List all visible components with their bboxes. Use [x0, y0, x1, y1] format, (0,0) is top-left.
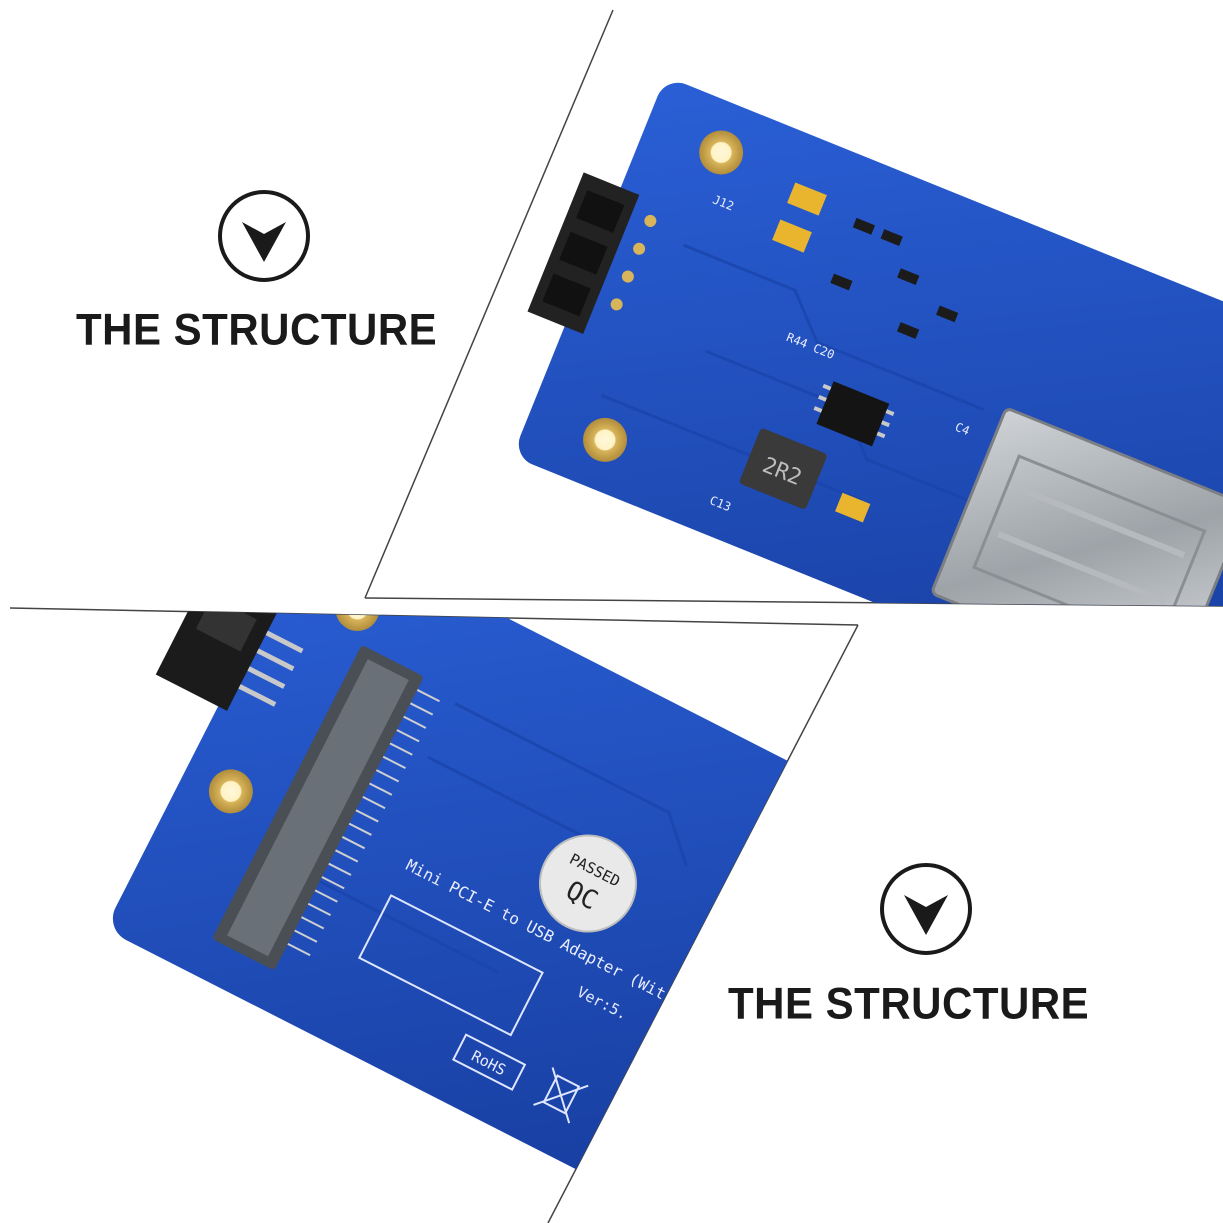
mount-hole — [583, 417, 628, 462]
ic-chip — [816, 381, 890, 447]
mount-hole — [208, 769, 253, 814]
weee-bin-icon — [533, 1067, 589, 1124]
chevron-down-circle-icon — [880, 863, 972, 955]
inductor — [739, 428, 827, 509]
chevron-down-circle-icon — [218, 190, 310, 282]
structure-heading: THE STRUCTURE — [728, 978, 1090, 1029]
capacitor — [772, 219, 812, 253]
pin-header — [527, 172, 640, 334]
structure-heading: THE STRUCTURE — [76, 304, 438, 355]
mount-hole — [699, 130, 744, 175]
capacitor — [787, 182, 827, 216]
qc-passed-sticker: PASSED QC — [538, 834, 637, 933]
silkscreen-label: C4 — [953, 420, 972, 438]
mini-pcie-slot — [213, 646, 440, 970]
bottom-board-photo: Mini PCI-E to USB Adapter (With SIM S Ve… — [112, 608, 858, 1212]
top-board-photo: 2R2 J12 C13 R44 C20 C4 — [518, 82, 1223, 606]
label-box — [357, 894, 544, 1037]
